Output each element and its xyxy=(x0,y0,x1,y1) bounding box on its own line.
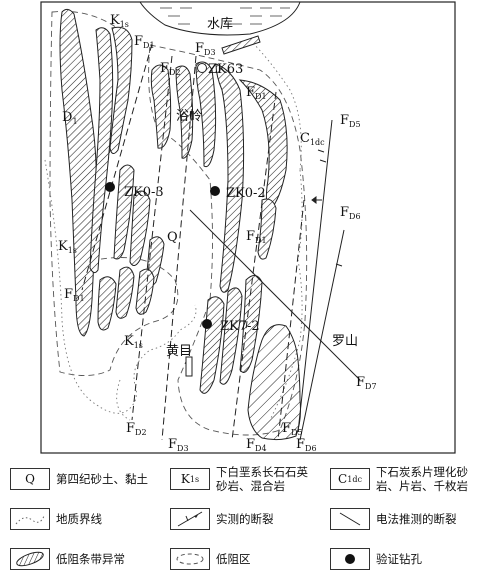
legend-item-zone: 低阻区 xyxy=(170,546,251,572)
label-fd1-left: FD1 xyxy=(64,287,85,303)
label-c1dc: C1dc xyxy=(300,131,325,147)
hatched-ellipse-icon xyxy=(10,548,50,570)
label-fd1-mid: FD1 xyxy=(246,229,267,245)
label-zk0-2: ZK0-2 xyxy=(226,186,266,201)
electric-inferred-faults xyxy=(189,209,361,381)
label-fd3-bottom: FD3 xyxy=(168,437,189,453)
measured-fault-icon xyxy=(170,508,210,530)
label-fd6-top: FD6 xyxy=(340,205,361,221)
label-zk7-2: ZK7-2 xyxy=(220,319,260,334)
legend-label-borehole: 验证钻孔 xyxy=(376,552,422,566)
borehole-zk0-3 xyxy=(105,182,115,192)
inferred-fault-icon xyxy=(330,508,370,530)
label-yuling: 浴岭 xyxy=(176,109,202,124)
reservoir-label: 水库 xyxy=(207,16,233,32)
legend-label-q: 第四纪砂土、黏土 xyxy=(56,472,148,486)
inferred-faults xyxy=(81,43,305,441)
fault-ticks xyxy=(311,149,343,267)
legend-item-inferred-fault: 电法推测的断裂 xyxy=(330,506,457,532)
label-k1s-bottom: K1s xyxy=(124,334,143,350)
label-d1: D1 xyxy=(62,110,78,126)
label-fd1-top: FD1 xyxy=(134,34,155,50)
label-k1s-left: K1s xyxy=(58,239,77,255)
label-luoshan: 罗山 xyxy=(332,334,358,349)
legend-label-boundary: 地质界线 xyxy=(56,512,102,526)
label-fd3-top: FD3 xyxy=(195,41,216,57)
label-fd5-top: FD5 xyxy=(340,113,361,129)
label-fd5-bottom: FD5 xyxy=(282,421,303,437)
label-huangmu: 黄目 xyxy=(166,344,192,359)
geological-map: 水库 xyxy=(40,1,456,454)
legend-item-measured-fault: 实测的断裂 xyxy=(170,506,274,532)
legend-label-measured-fault: 实测的断裂 xyxy=(216,512,274,526)
legend-item-band: 低阻条带异常 xyxy=(10,546,125,572)
reservoir xyxy=(139,1,301,36)
low-resistivity-zones xyxy=(49,10,308,436)
legend-item-boundary: 地质界线 xyxy=(10,506,102,532)
huangmu-marker xyxy=(185,356,193,377)
fault-labels: FD1 FD3 FD2 FD1 FD5 FD6 FD1 FD1 FD7 FD2 … xyxy=(64,34,377,453)
contour-line-icon xyxy=(10,508,50,530)
measured-faults xyxy=(297,119,345,441)
legend-symbol-q: Q xyxy=(10,468,50,490)
label-fd2-top: FD2 xyxy=(160,61,181,77)
low-resistivity-bands xyxy=(59,8,301,441)
label-zk63: ZK63 xyxy=(208,62,243,77)
label-zk0-3: ZK0-3 xyxy=(124,185,164,200)
legend-item-borehole: 验证钻孔 xyxy=(330,546,422,572)
legend-label-band: 低阻条带异常 xyxy=(56,552,125,566)
label-fd4: FD4 xyxy=(246,437,267,453)
legend-label-c1dc: 下石炭系片理化砂岩、片岩、千枚岩 xyxy=(376,465,468,493)
label-fd7: FD7 xyxy=(356,375,377,391)
legend-label-inferred-fault: 电法推测的断裂 xyxy=(376,512,457,526)
dashed-ellipse-icon xyxy=(170,548,210,570)
borehole-zk7-2 xyxy=(202,319,212,329)
legend-label-k1s: 下白垩系长石石英砂岩、混合岩 xyxy=(216,465,308,493)
borehole-zk63 xyxy=(197,63,207,73)
borehole-zk0-2 xyxy=(210,186,220,196)
legend-item-q: Q 第四纪砂土、黏土 xyxy=(10,466,166,492)
label-fd2-bottom: FD2 xyxy=(126,421,147,437)
legend-label-zone: 低阻区 xyxy=(216,552,251,566)
label-k1s-top: K1s xyxy=(110,13,129,29)
label-fd1-right: FD1 xyxy=(246,85,267,101)
borehole-dot-icon xyxy=(330,548,370,570)
label-q: Q xyxy=(167,230,178,245)
label-fd6-bottom: FD6 xyxy=(296,437,317,453)
